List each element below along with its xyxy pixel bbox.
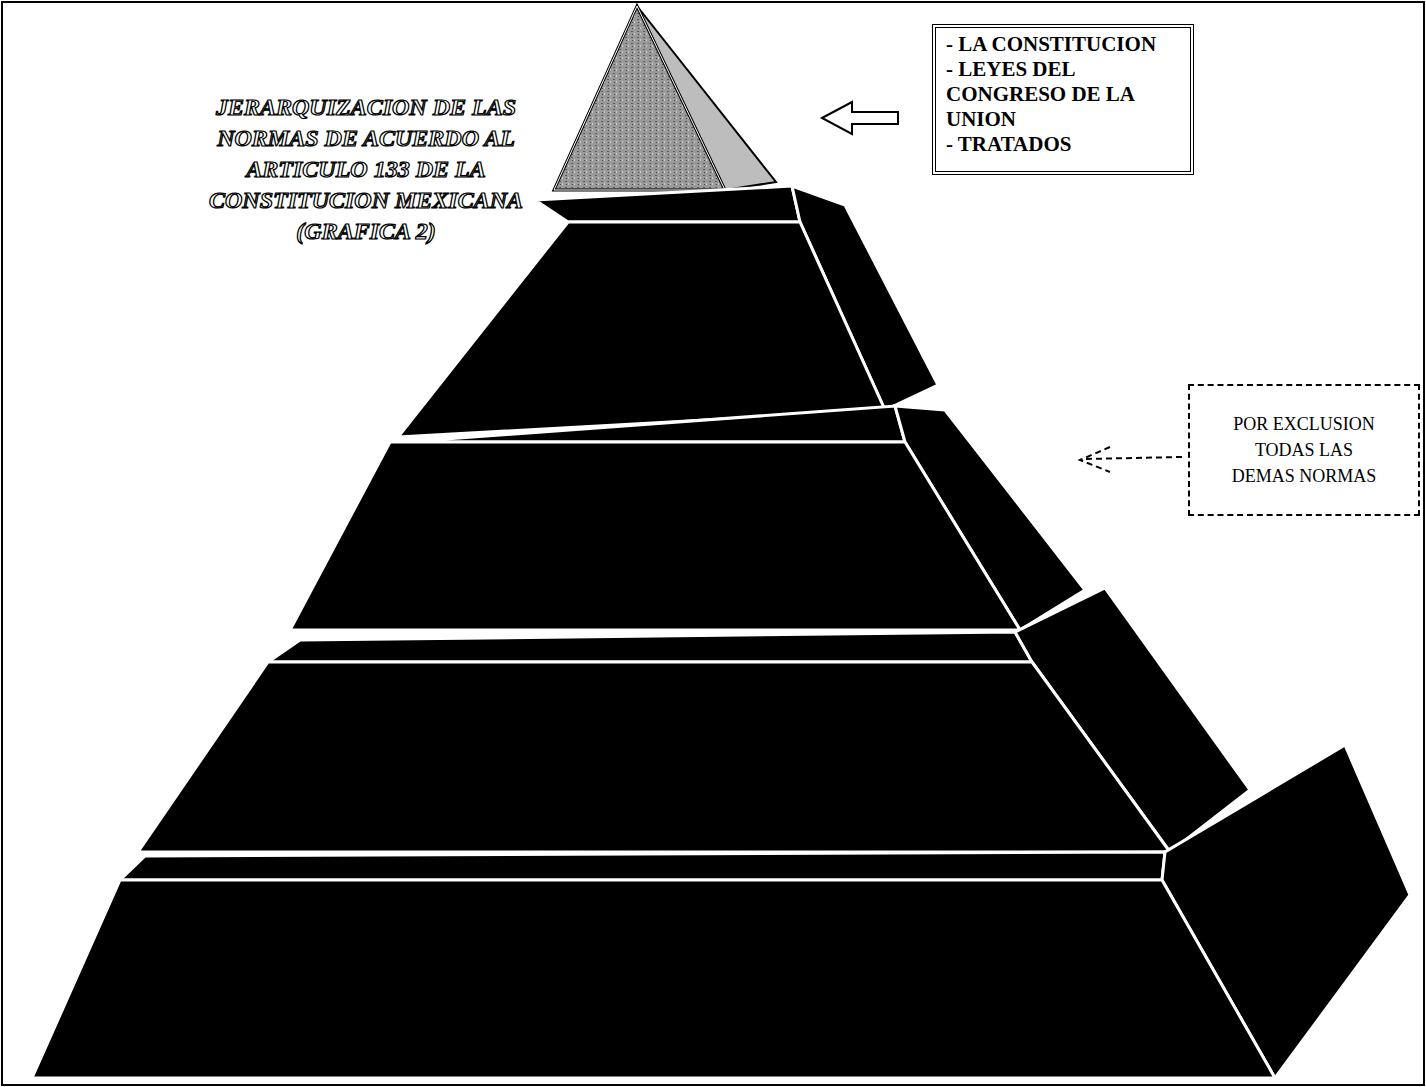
- tier-3: [138, 588, 1250, 852]
- pointer-arrow: [822, 102, 898, 134]
- apex-triangle: [554, 6, 725, 190]
- tier-2: [290, 406, 1085, 630]
- diagram-title: JERARQUIZACION DE LAS NORMAS DE ACUERDO …: [196, 92, 536, 247]
- apex-outline: [554, 6, 725, 190]
- callout-text: - TRATADOS: [946, 132, 1180, 157]
- callout-text: POR EXCLUSION TODAS LAS DEMAS NORMAS: [1224, 411, 1384, 489]
- dashed-callout-box: POR EXCLUSION TODAS LAS DEMAS NORMAS: [1188, 384, 1420, 516]
- callout-box: - LA CONSTITUCION- LEYES DEL CONGRESO DE…: [932, 24, 1194, 175]
- dashed-pointer-arrow: [1080, 447, 1182, 472]
- tier-1: [398, 186, 938, 437]
- callout-text: - LA CONSTITUCION: [946, 32, 1180, 57]
- callout-text: - LEYES DEL CONGRESO DE LA UNION: [946, 57, 1180, 132]
- tier-4: [32, 745, 1410, 1078]
